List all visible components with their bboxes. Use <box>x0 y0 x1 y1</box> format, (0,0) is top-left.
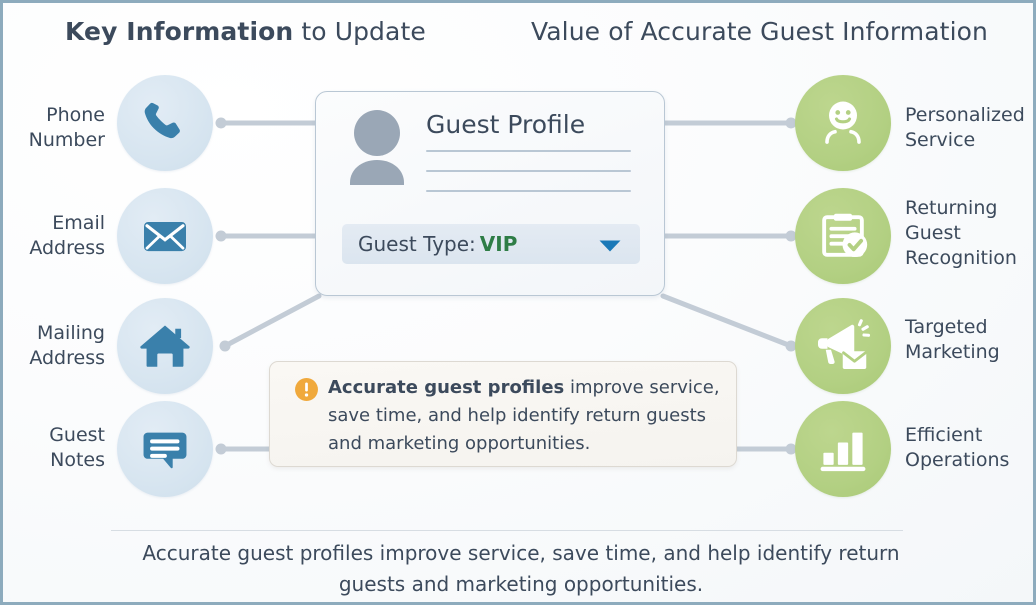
left-heading-light: to Update <box>293 17 426 46</box>
guest-type-dropdown[interactable]: Guest Type:VIP <box>342 224 640 264</box>
left-label-notes: Guest Notes <box>49 424 105 471</box>
phone-icon <box>144 102 180 139</box>
chat-bubble-icon <box>143 432 187 469</box>
callout-box: Accurate guest profiles improve service,… <box>269 361 737 467</box>
right-icon-circle-targeted-marketing[interactable] <box>795 298 891 394</box>
card-placeholder-line <box>426 190 631 192</box>
left-icon-circle-email[interactable] <box>117 188 213 284</box>
left-label-phone: Phone Number <box>28 104 105 151</box>
left-icon-circle-notes[interactable] <box>117 401 213 497</box>
right-icon-circle-personalized-service[interactable] <box>795 75 891 171</box>
guest-type-value: VIP <box>479 232 518 256</box>
warning-exclamation-icon <box>294 377 319 406</box>
guest-type-text: Guest Type:VIP <box>358 232 517 256</box>
left-column-heading: Key Information to Update <box>65 17 426 46</box>
left-icon-circle-phone[interactable] <box>117 75 213 171</box>
guest-profile-card[interactable]: Guest Profile Guest Type:VIP <box>315 91 665 296</box>
user-avatar-icon <box>341 106 413 200</box>
left-heading-strong: Key Information <box>65 17 294 46</box>
megaphone-envelope-icon <box>818 319 871 369</box>
footer-caption: Accurate guest profiles improve service,… <box>142 541 900 596</box>
callout-rest-text: improve service, save time, and help ide… <box>328 377 720 454</box>
right-column-heading: Value of Accurate Guest Information <box>531 17 988 46</box>
smiley-person-icon <box>825 101 861 144</box>
bar-chart-icon <box>820 432 866 472</box>
right-icon-circle-returning-guest[interactable] <box>795 188 891 284</box>
left-icon-circle-mailing[interactable] <box>117 298 213 394</box>
left-label-mailing: Mailing Address <box>29 322 105 369</box>
right-label-targeted-marketing: Targeted Marketing <box>905 316 1000 363</box>
right-heading-strong: Value of Accurate <box>531 17 753 46</box>
card-placeholder-line <box>426 170 631 172</box>
callout-text: Accurate guest profiles improve service,… <box>328 374 720 458</box>
right-heading-light: Guest Information <box>752 17 988 46</box>
caret-down-icon[interactable] <box>598 238 622 257</box>
footer-divider <box>111 530 903 531</box>
card-title: Guest Profile <box>426 110 586 139</box>
clipboard-check-icon <box>822 213 868 258</box>
guest-type-label: Guest Type: <box>358 232 476 256</box>
right-label-efficient-operations: Efficient Operations <box>905 424 1010 471</box>
card-placeholder-line <box>426 150 631 152</box>
right-icon-circle-efficient-operations[interactable] <box>795 401 891 497</box>
envelope-icon <box>144 222 186 252</box>
right-label-returning-guest: Returning Guest Recognition <box>905 197 1017 269</box>
left-label-email: Email Address <box>29 212 105 259</box>
callout-bold-text: Accurate guest profiles <box>328 377 565 398</box>
right-label-personalized-service: Personalized Service <box>905 104 1025 151</box>
home-icon <box>140 325 190 367</box>
